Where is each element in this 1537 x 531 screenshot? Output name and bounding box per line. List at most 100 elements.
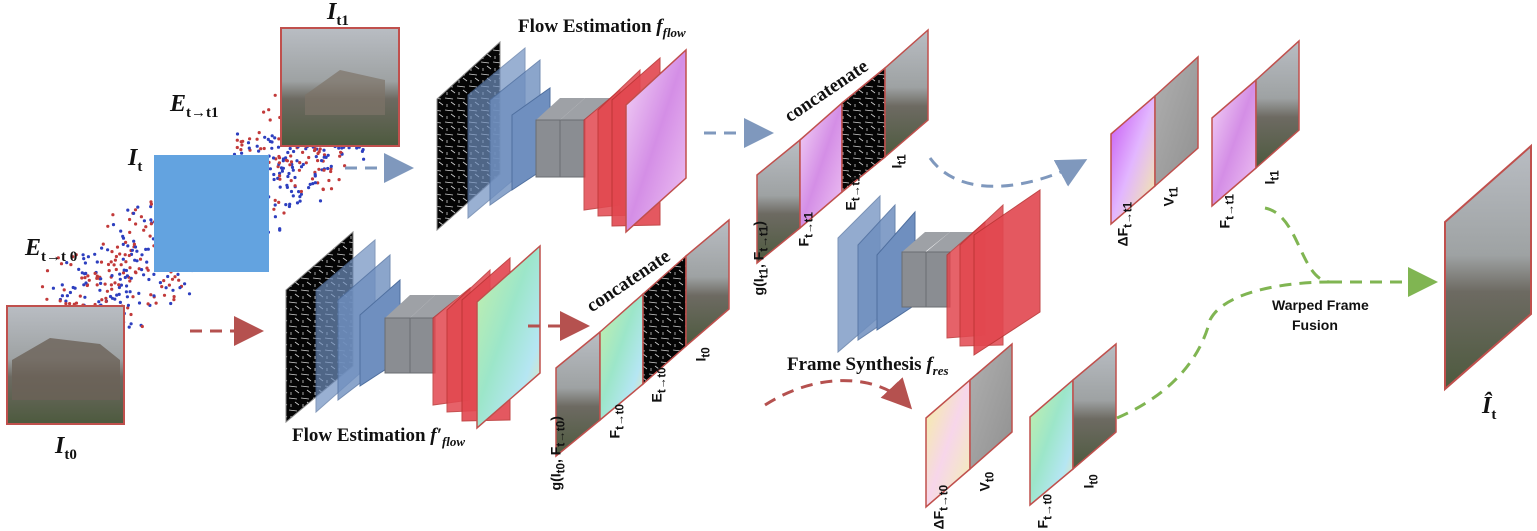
event-point [271,156,276,160]
event-point [149,218,153,222]
event-point [97,300,101,304]
event-point [316,181,320,185]
event-point [298,161,302,165]
event-point [282,211,286,215]
event-point [81,253,85,257]
event-point [118,300,122,304]
event-point [301,150,305,154]
event-point [281,166,285,170]
event-point [246,141,251,145]
event-point [259,147,263,151]
event-point [299,165,304,169]
event-point [74,301,79,305]
event-point [131,295,135,299]
event-point [316,159,320,163]
event-point [64,302,68,306]
label-I-t0-right: It0 [1080,474,1101,489]
label-frame-synthesis: Frame Synthesis fres [787,354,949,378]
event-point [310,177,315,181]
event-point [257,131,261,135]
event-point [106,248,110,252]
flow-network-top [436,40,687,234]
event-point [178,286,182,290]
event-point [103,282,107,286]
event-point [295,159,299,163]
event-point [114,267,118,272]
event-point [289,160,294,164]
event-point [329,187,334,191]
event-point [327,178,331,183]
event-point [289,154,293,158]
event-point [313,181,317,185]
event-point [355,146,359,150]
event-point [270,146,274,150]
event-point [291,194,295,198]
event-point [278,185,282,189]
event-point [277,161,281,165]
label-warped-fusion-2: Fusion [1292,317,1338,333]
flow-network-bottom [285,230,541,430]
event-point [126,208,130,212]
event-point [293,175,297,180]
event-point [129,276,133,280]
event-point [45,297,49,301]
arrow-red-curve-to-outputs [764,377,913,410]
event-point [295,201,300,205]
event-point [127,325,131,329]
arrow-blue-curve-to-outputs [928,157,1088,188]
event-point [287,171,291,176]
house-sketch-t1 [305,70,385,115]
event-point [240,151,244,155]
event-point [320,159,324,163]
label-E-t-t0: Et→t 0 [25,235,78,265]
event-point [277,137,281,141]
event-point [149,222,153,226]
label-flow-estimation-top: Flow Estimation fflow [518,16,686,40]
event-point [270,140,274,144]
event-point [262,110,266,114]
event-point [86,255,90,259]
event-point [272,172,276,177]
label-g-top: g(It1, Ft→t1) [750,221,771,296]
event-point [124,260,128,264]
event-point [273,93,277,97]
event-point [123,253,127,257]
event-point [135,249,139,253]
event-point [137,291,141,295]
event-point [128,217,132,222]
event-point [147,277,151,282]
event-point [164,286,168,290]
residual-output-top [1110,55,1199,226]
event-point [135,259,139,263]
event-point [56,256,60,260]
event-point [146,247,150,251]
label-output: Ît [1482,393,1497,423]
event-point [324,155,328,159]
event-point [361,148,365,152]
event-point [148,234,152,238]
event-point [304,161,308,165]
event-point [299,189,303,194]
event-point [311,182,315,186]
event-point [272,177,276,182]
label-warped-fusion-1: Warped Frame [1272,297,1369,313]
event-point [277,200,281,204]
event-point [326,153,330,157]
event-point [322,168,326,172]
event-point [285,185,289,189]
event-point [110,274,114,278]
label-E-t-t1: Et→t1 [170,91,219,121]
event-point [130,248,134,252]
event-point [107,269,111,273]
event-point [77,267,81,271]
event-point [99,260,104,264]
event-point [115,245,120,249]
event-point [99,281,103,285]
event-point [113,258,117,262]
event-point [298,199,302,203]
event-point [68,290,72,295]
event-point [140,324,144,329]
event-point [308,182,312,186]
event-point [127,253,131,258]
event-point [172,295,176,299]
